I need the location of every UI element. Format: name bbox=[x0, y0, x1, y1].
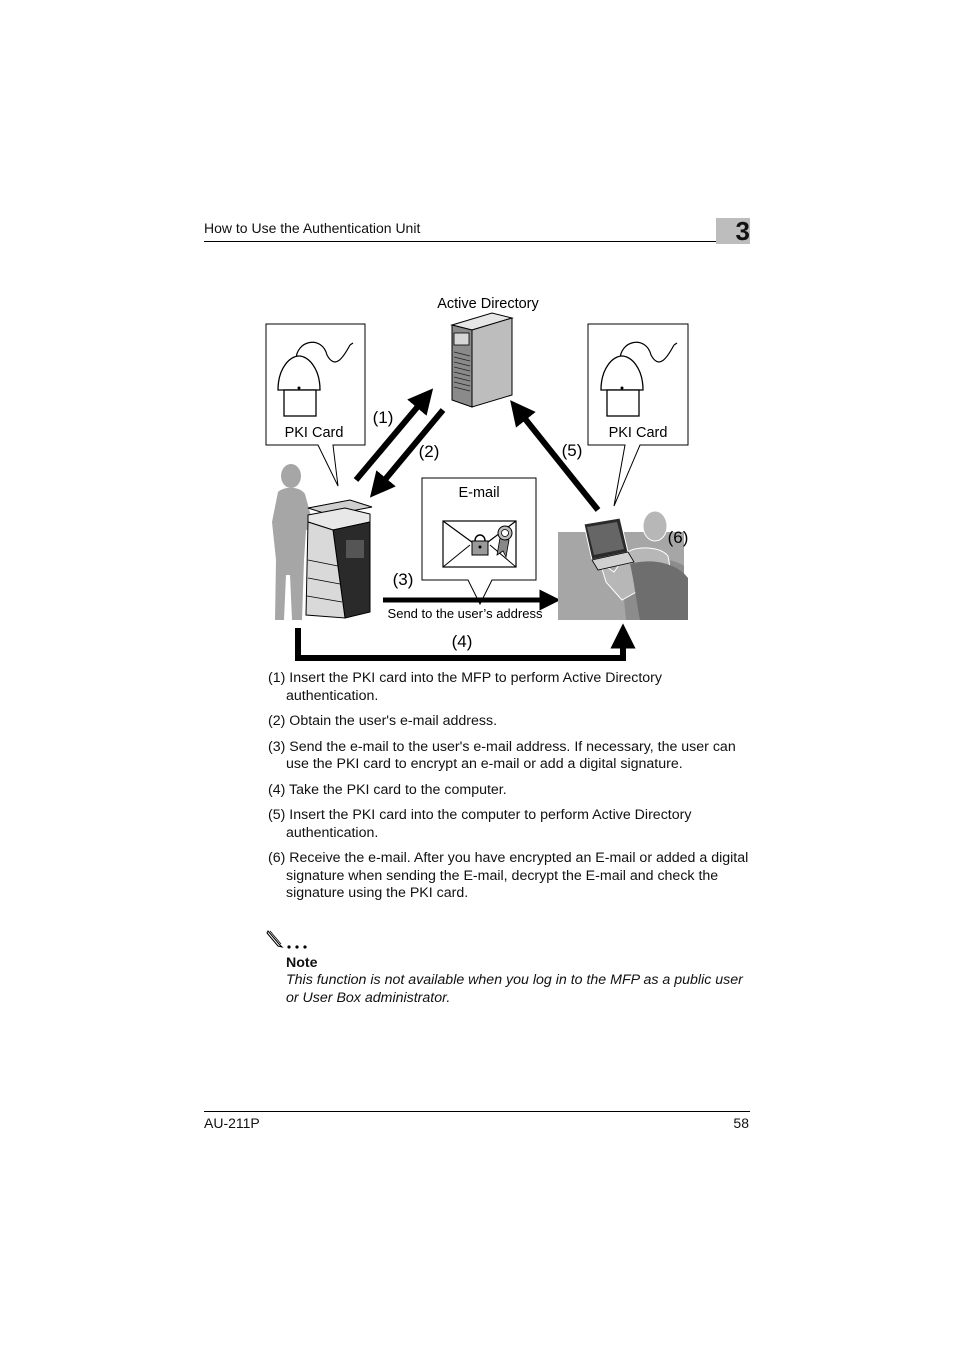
step-number: (1) bbox=[268, 670, 286, 686]
label-step-1: (1) bbox=[373, 408, 394, 427]
page-number: 58 bbox=[733, 1115, 749, 1131]
step-number: (2) bbox=[268, 713, 286, 729]
arrow-step-2 bbox=[369, 408, 446, 498]
left-card-reader-callout: PKI Card bbox=[265, 323, 366, 487]
step-number: (4) bbox=[268, 781, 286, 798]
step-number: (5) bbox=[268, 807, 286, 823]
label-step-5: (5) bbox=[562, 441, 583, 460]
step-number: (6) bbox=[268, 850, 286, 866]
list-item: (4) Take the PKI card to the computer. bbox=[268, 782, 750, 800]
label-step-4: (4) bbox=[452, 632, 473, 651]
send-label: Send to the user’s address bbox=[388, 606, 543, 621]
left-card-label: PKI Card bbox=[285, 425, 344, 441]
step-text: Send the e-mail to the user's e-mail add… bbox=[286, 738, 736, 773]
footer-model: AU-211P bbox=[204, 1115, 260, 1131]
steps-list: (1) Insert the PKI card into the MFP to … bbox=[268, 670, 750, 911]
mfp-icon bbox=[305, 499, 373, 619]
note-body: This function is not available when you … bbox=[286, 972, 743, 1006]
server-label: Active Directory bbox=[437, 296, 539, 312]
running-header-title: How to Use the Authentication Unit bbox=[204, 220, 421, 236]
right-card-label: PKI Card bbox=[609, 425, 668, 441]
header-rule bbox=[204, 241, 750, 242]
label-step-3: (3) bbox=[393, 570, 414, 589]
list-item: (6) Receive the e-mail. After you have e… bbox=[268, 850, 750, 903]
arrow-step-5 bbox=[510, 400, 601, 512]
step-text: Insert the PKI card into the computer to… bbox=[286, 807, 692, 841]
label-step-2: (2) bbox=[419, 442, 440, 461]
step-text: Obtain the user's e-mail address. bbox=[289, 713, 498, 729]
step-number: (3) bbox=[268, 738, 286, 755]
padlock-icon bbox=[471, 534, 489, 556]
list-item: (3) Send the e-mail to the user's e-mail… bbox=[268, 739, 750, 774]
note-heading: Note bbox=[286, 955, 318, 971]
user-at-computer-scene bbox=[558, 510, 688, 620]
footer-rule bbox=[204, 1111, 750, 1112]
list-item: (5) Insert the PKI card into the compute… bbox=[268, 807, 750, 842]
chapter-tab bbox=[716, 218, 750, 244]
server-icon bbox=[450, 312, 514, 408]
laptop-icon bbox=[583, 517, 635, 571]
step-text: Receive the e-mail. After you have encry… bbox=[286, 850, 749, 901]
email-label: E-mail bbox=[458, 485, 499, 501]
arrow-step-1 bbox=[353, 388, 434, 482]
seal-icon bbox=[496, 525, 513, 559]
email-callout: E-mail bbox=[421, 477, 537, 606]
step-text: Take the PKI card to the computer. bbox=[289, 781, 507, 798]
card-reader-icon bbox=[277, 341, 354, 417]
step-text: Insert the PKI card into the MFP to perf… bbox=[286, 670, 662, 704]
list-item: (1) Insert the PKI card into the MFP to … bbox=[268, 670, 750, 705]
authentication-flow-diagram: Active Directory PKI Card bbox=[265, 296, 689, 661]
card-reader-icon bbox=[600, 341, 678, 417]
chapter-number: 3 bbox=[735, 216, 750, 246]
right-card-reader-callout: PKI Card bbox=[587, 323, 689, 507]
label-step-6: (6) bbox=[668, 528, 689, 547]
list-item: (2) Obtain the user's e-mail address. bbox=[268, 713, 750, 731]
pencil-note-icon bbox=[266, 930, 307, 949]
arrow-step-4 bbox=[295, 623, 636, 661]
